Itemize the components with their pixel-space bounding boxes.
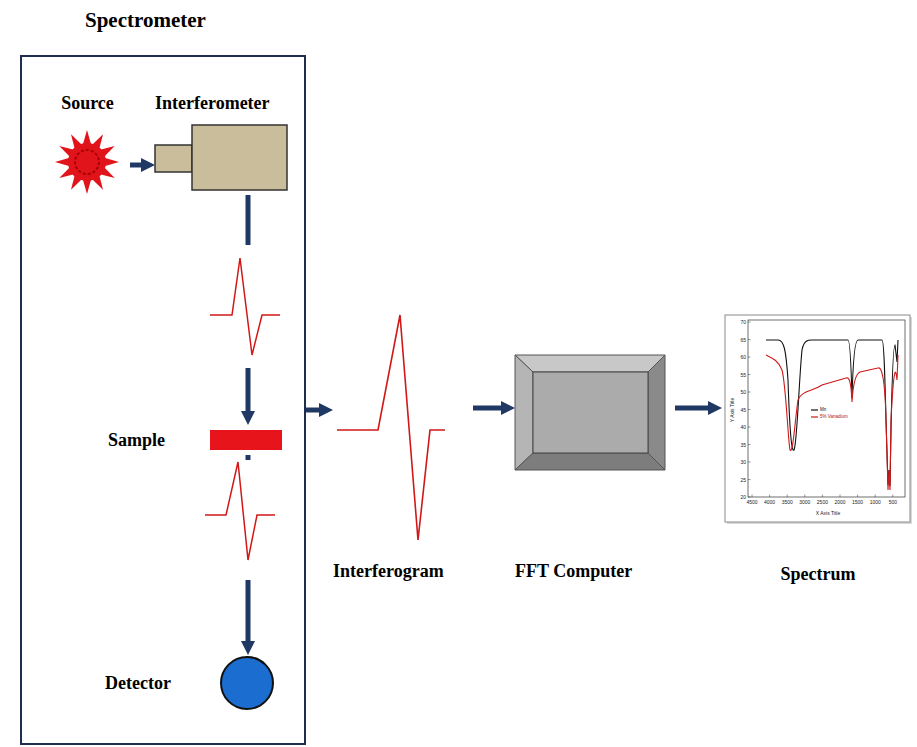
y-tick-label: 55 — [726, 372, 746, 378]
y-tick-label: 40 — [726, 424, 746, 430]
tick-mark — [748, 497, 751, 498]
tick-mark — [748, 427, 751, 428]
tick-mark — [748, 322, 751, 323]
tick-mark — [748, 409, 751, 410]
chart-frame — [725, 315, 910, 522]
node-label: Interferogram — [333, 560, 444, 582]
tick-mark — [892, 495, 893, 498]
shape — [515, 355, 675, 587]
x-tick-label: 2000 — [828, 499, 852, 505]
flow-arrow — [473, 406, 505, 411]
flow-arrow — [675, 406, 712, 411]
interferometer-port — [155, 145, 192, 172]
y-tick-label: 65 — [726, 337, 746, 343]
instrument-housing: SpectrometerSource InterferometerSampleDe… — [20, 0, 306, 747]
node-label: Spectrum — [722, 563, 914, 585]
black-curve — [766, 340, 898, 486]
interferogram-wave — [337, 315, 445, 540]
node-label: FFT Computer — [515, 560, 632, 582]
red-curve — [766, 355, 898, 490]
screen — [533, 372, 648, 453]
x-tick-label: 3000 — [793, 499, 817, 505]
y-tick-label: 50 — [726, 389, 746, 395]
x-tick-label: 500 — [881, 499, 905, 505]
tick-mark — [822, 495, 823, 498]
sample-node: Sample — [105, 425, 285, 455]
sun-disc — [68, 143, 106, 181]
x-tick-label: 4000 — [758, 499, 782, 505]
tick-mark — [748, 444, 751, 445]
tick-mark — [787, 495, 788, 498]
detector-node: Detector — [105, 655, 277, 713]
tick-mark — [748, 374, 751, 375]
flow-arrow — [306, 408, 323, 413]
legend-text: Mn — [820, 407, 826, 413]
sun-ring — [75, 150, 99, 174]
bevel — [648, 355, 665, 470]
x-tick-label: 4500 — [740, 499, 764, 505]
x-tick-label: 1000 — [863, 499, 887, 505]
bevel — [515, 355, 665, 372]
y-tick-label: 25 — [726, 477, 746, 483]
light-wave — [210, 258, 280, 355]
node-label: Detector — [105, 672, 171, 694]
sample-slab — [210, 430, 282, 450]
bevel — [515, 355, 533, 470]
spectrum-node: Spectrum — [722, 313, 914, 585]
x-tick-label: 2500 — [810, 499, 834, 505]
plot-frame — [748, 320, 905, 497]
legend-line — [811, 416, 818, 417]
tick-mark — [769, 495, 770, 498]
interferometer-body — [192, 125, 287, 190]
y-axis-title: Y Axis Title — [729, 390, 735, 430]
fft-computer-node: FFT Computer — [515, 355, 675, 587]
light-wave — [205, 462, 275, 560]
detector-circle — [221, 657, 273, 709]
source-node: Source — [45, 90, 130, 220]
x-tick-label: 1500 — [846, 499, 870, 505]
tick-mark — [748, 339, 751, 340]
tick-mark — [857, 495, 858, 498]
x-tick-label: 3500 — [775, 499, 799, 505]
tick-mark — [748, 479, 751, 480]
node-label: Sample — [108, 429, 165, 451]
bevel — [515, 453, 665, 470]
y-tick-label: 20 — [726, 494, 746, 500]
node-label: Interferometer — [155, 92, 270, 114]
tick-mark — [748, 392, 751, 393]
legend-line — [811, 409, 818, 410]
y-tick-label: 35 — [726, 442, 746, 448]
y-tick-label: 70 — [726, 319, 746, 325]
interferogram-node: Interferogram — [333, 310, 473, 585]
legend-text: 5% Vanadium — [820, 414, 848, 420]
y-tick-label: 30 — [726, 459, 746, 465]
tick-mark — [840, 495, 841, 498]
y-tick-label: 60 — [726, 354, 746, 360]
shape — [333, 310, 473, 585]
x-axis-title: X Axis Title — [808, 510, 848, 516]
flow-arrow — [130, 163, 145, 168]
tick-mark — [752, 495, 753, 498]
node-label: Spectrometer — [85, 8, 206, 33]
tick-mark — [748, 357, 751, 358]
tick-mark — [748, 462, 751, 463]
tick-mark — [804, 495, 805, 498]
interferometer-node: Interferometer — [155, 90, 290, 195]
tick-mark — [875, 495, 876, 498]
node-label: Source — [45, 92, 130, 114]
